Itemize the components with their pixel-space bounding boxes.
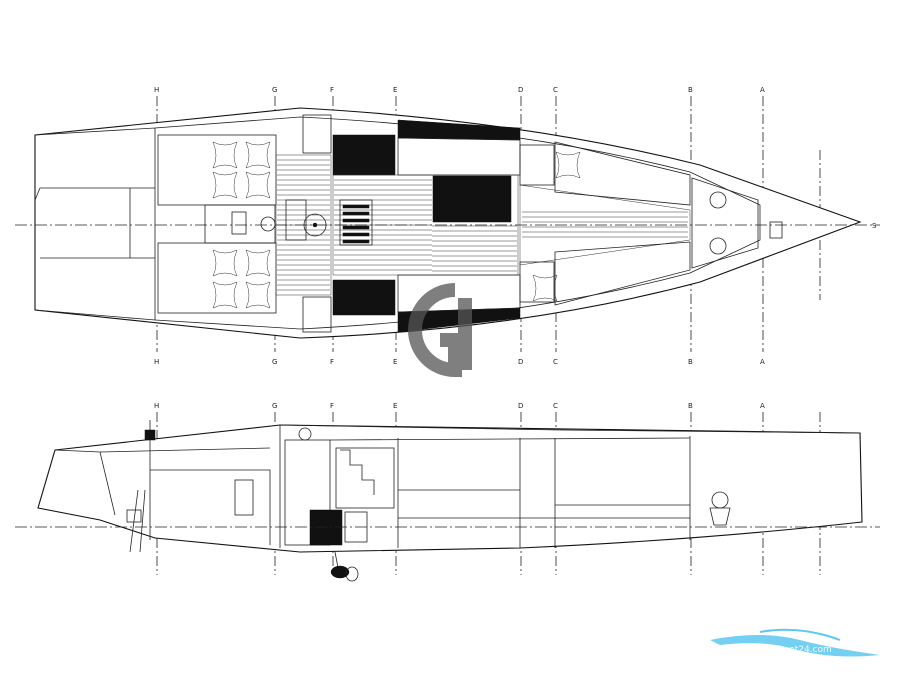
toilet-icon	[260, 216, 276, 232]
wave-logo-icon: boat24.com	[710, 628, 880, 657]
profile-view	[15, 420, 880, 582]
toilet-base	[709, 507, 731, 526]
locker-starboard	[519, 261, 555, 303]
stair-tread	[342, 218, 370, 223]
station-label-profile: A	[760, 402, 765, 410]
cockpit-locker	[234, 479, 254, 516]
forward-head	[691, 177, 759, 269]
floor-planks-forward	[522, 211, 688, 238]
rudder-blade	[139, 489, 146, 553]
toilet-icon	[709, 191, 727, 209]
hull-outline-plan	[34, 107, 862, 339]
deck-line	[279, 424, 861, 434]
bunk-cushion-icon	[245, 171, 271, 199]
station-label-top: A	[760, 86, 765, 94]
stair-tread	[342, 225, 370, 230]
forward-corridor-sole	[519, 184, 691, 266]
station-label-profile: F	[330, 402, 334, 410]
rudder-bearing	[126, 509, 142, 523]
station-label-profile: D	[518, 402, 523, 410]
station-label-profile: B	[688, 402, 693, 410]
cockpit	[34, 127, 156, 321]
companionway-treads	[342, 204, 370, 244]
cockpit-seat-line	[34, 187, 41, 201]
anchor-locker	[769, 221, 783, 239]
engine-icon	[309, 509, 343, 546]
sink-icon	[709, 237, 727, 255]
logo-text: boat24.com	[778, 645, 832, 655]
bunk-cushion-icon	[212, 141, 238, 169]
bunk-cushion-icon	[555, 151, 581, 179]
stair-tread	[342, 211, 370, 216]
stair-tread	[342, 232, 370, 237]
tank-starboard-fwd	[332, 279, 396, 316]
engine-room-wall	[284, 439, 331, 546]
transom-line	[37, 449, 56, 509]
forward-cabin-starboard	[554, 241, 691, 306]
centerline-mark: S	[872, 222, 877, 230]
tank-port-fwd	[332, 134, 396, 176]
station-label-plan-bottom: H	[154, 358, 159, 366]
station-label-top: E	[393, 86, 397, 94]
watermark-g-icon	[408, 283, 462, 378]
stair-tread	[342, 239, 370, 244]
companionway-steps-profile	[340, 449, 375, 495]
aft-bulkhead	[150, 469, 271, 545]
propeller-icon	[330, 565, 350, 579]
settee-starboard	[397, 274, 521, 313]
step-locker-starboard	[302, 296, 332, 333]
station-label-plan-bottom: D	[518, 358, 523, 366]
watermark-bar	[458, 298, 472, 370]
station-label-top: B	[688, 86, 693, 94]
steering-quadrant	[144, 429, 156, 441]
step-locker-port	[302, 114, 332, 154]
station-label-plan-bottom: G	[272, 358, 277, 366]
stair-tread	[342, 204, 370, 209]
bunk-cushion-icon	[212, 281, 238, 309]
chart-table-icon	[231, 211, 247, 235]
bunk-cushion-icon	[212, 171, 238, 199]
station-label-top: G	[272, 86, 277, 94]
station-label-top: H	[154, 86, 159, 94]
cabin-top-line	[329, 437, 691, 441]
station-label-profile: C	[553, 402, 558, 410]
propeller-icon	[345, 566, 359, 582]
forward-cabin-port	[554, 141, 691, 206]
bunk-cushions	[212, 141, 581, 309]
saloon-table	[432, 175, 512, 223]
station-label-plan-bottom: E	[393, 358, 397, 366]
station-label-profile: H	[154, 402, 159, 410]
station-label-profile: E	[393, 402, 397, 410]
hatch-icon	[298, 427, 312, 441]
bunk-cushion-icon	[245, 249, 271, 277]
watermark	[408, 283, 472, 378]
bunk-cushion-icon	[212, 249, 238, 277]
station-label-plan-bottom: F	[330, 358, 334, 366]
station-label-plan-bottom: B	[688, 358, 693, 366]
companionway-steps	[339, 199, 373, 246]
cockpit-coaming	[99, 447, 271, 453]
galley-unit	[335, 447, 395, 509]
hull-outline-profile	[37, 424, 863, 553]
grating-icon	[285, 199, 307, 241]
station-label-top: F	[330, 86, 334, 94]
bunk-cushion-icon	[532, 274, 558, 302]
rudder-blade	[129, 489, 139, 553]
deck-plan-view: S	[15, 107, 880, 339]
station-label-plan-bottom: A	[760, 358, 765, 366]
bunk-cushion-icon	[245, 141, 271, 169]
station-label-top: C	[553, 86, 558, 94]
locker-port	[519, 144, 555, 186]
station-label-profile: G	[272, 402, 277, 410]
station-label-plan-bottom: C	[553, 358, 558, 366]
bunk-cushion-icon	[245, 281, 271, 309]
station-label-top: D	[518, 86, 523, 94]
